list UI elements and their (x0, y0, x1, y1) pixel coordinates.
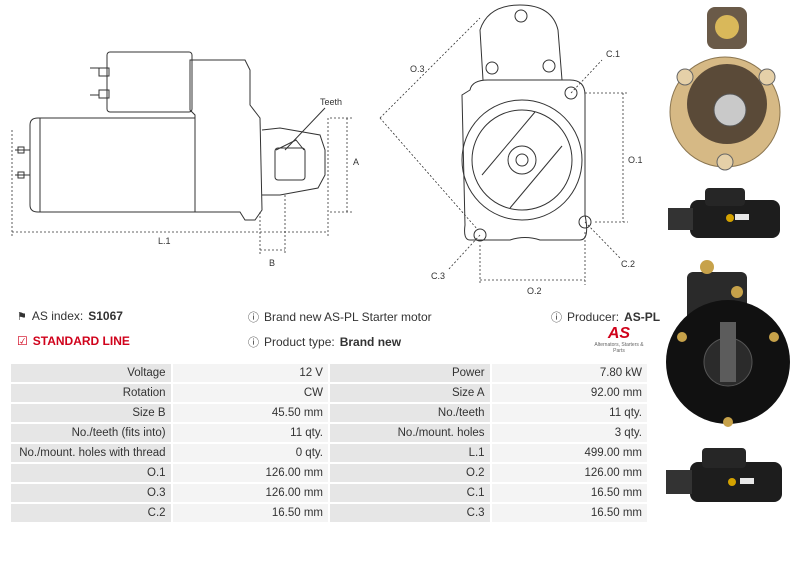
product-type-row: ⓘ Product type: Brand new (248, 334, 401, 350)
spec-label: Rotation (11, 384, 171, 402)
starter-front-view-drawing (379, 4, 628, 285)
logo-text: AS (607, 325, 631, 342)
spec-value: 3 qty. (491, 424, 647, 442)
spec-value: 11 qty. (172, 424, 328, 442)
label-teeth: Teeth (320, 97, 343, 107)
spec-label: L.1 (329, 444, 490, 462)
spec-label: Size A (329, 384, 490, 402)
spec-label: O.1 (11, 464, 171, 482)
spec-value: 16.50 mm (491, 484, 647, 502)
spec-value: 126.00 mm (172, 464, 328, 482)
spec-value: 126.00 mm (172, 484, 328, 502)
label-l1: L.1 (158, 236, 171, 246)
product-type-value: Brand new (339, 335, 402, 349)
label-b: B (269, 258, 276, 268)
product-photo-side-small[interactable] (660, 178, 795, 253)
spec-label: Voltage (11, 364, 171, 382)
as-pl-logo: AS Alternators, Starters & Parts (588, 325, 650, 355)
spec-value: 7.80 kW (491, 364, 647, 382)
spec-value: CW (172, 384, 328, 402)
label-c3: C.3 (431, 271, 446, 281)
spec-value: 499.00 mm (491, 444, 647, 462)
spec-label: No./teeth (fits into) (11, 424, 171, 442)
label-o3: O.3 (410, 64, 425, 74)
spec-label: No./mount. holes (329, 424, 490, 442)
spec-label: Power (329, 364, 490, 382)
producer-label: Producer: (567, 310, 620, 324)
spec-value: 11 qty. (491, 404, 647, 422)
check-square-icon: ☑ (17, 334, 28, 348)
as-index-value: S1067 (88, 309, 123, 323)
spec-label: No./teeth (329, 404, 490, 422)
spec-value: 16.50 mm (172, 504, 328, 522)
producer-value: AS-PL (624, 310, 661, 324)
spec-value: 126.00 mm (491, 464, 647, 482)
spec-label: C.3 (329, 504, 490, 522)
product-photo-front[interactable] (662, 252, 795, 437)
product-description: Brand new AS-PL Starter motor (264, 310, 432, 324)
spec-label: C.2 (11, 504, 171, 522)
tag-icon: ⚑ (17, 310, 27, 323)
producer-row: ⓘ Producer: AS-PL (551, 309, 660, 325)
label-c1: C.1 (606, 49, 621, 59)
spec-label: O.2 (329, 464, 490, 482)
spec-label: C.1 (329, 484, 490, 502)
label-c2: C.2 (621, 259, 636, 269)
spec-value: 16.50 mm (491, 504, 647, 522)
spec-value: 0 qty. (172, 444, 328, 462)
spec-label: Size B (11, 404, 171, 422)
standard-line-row: ☑ STANDARD LINE (17, 334, 130, 348)
description-row: ⓘ Brand new AS-PL Starter motor (248, 309, 432, 325)
spec-value: 45.50 mm (172, 404, 328, 422)
table-row: No./teeth (fits into)11 qty.No./mount. h… (11, 424, 647, 442)
starter-side-view-drawing (11, 51, 352, 255)
product-photo-side-large[interactable] (660, 440, 795, 515)
info-icon: ⓘ (248, 312, 259, 324)
label-o2: O.2 (527, 286, 542, 296)
spec-value: 12 V (172, 364, 328, 382)
label-a: A (353, 157, 360, 167)
as-index-row: ⚑ AS index: S1067 (17, 309, 123, 323)
info-icon: ⓘ (551, 312, 562, 324)
label-o1: O.1 (628, 155, 643, 165)
spec-value: 92.00 mm (491, 384, 647, 402)
spec-label: O.3 (11, 484, 171, 502)
info-icon: ⓘ (248, 337, 259, 349)
spec-label: No./mount. holes with thread (11, 444, 171, 462)
as-index-label: AS index: (31, 309, 84, 323)
product-photo-rear[interactable] (655, 2, 795, 174)
product-type-label: Product type: (264, 335, 335, 349)
logo-subtitle: Alternators, Starters & Parts (594, 342, 644, 354)
standard-line-label: STANDARD LINE (32, 334, 130, 348)
